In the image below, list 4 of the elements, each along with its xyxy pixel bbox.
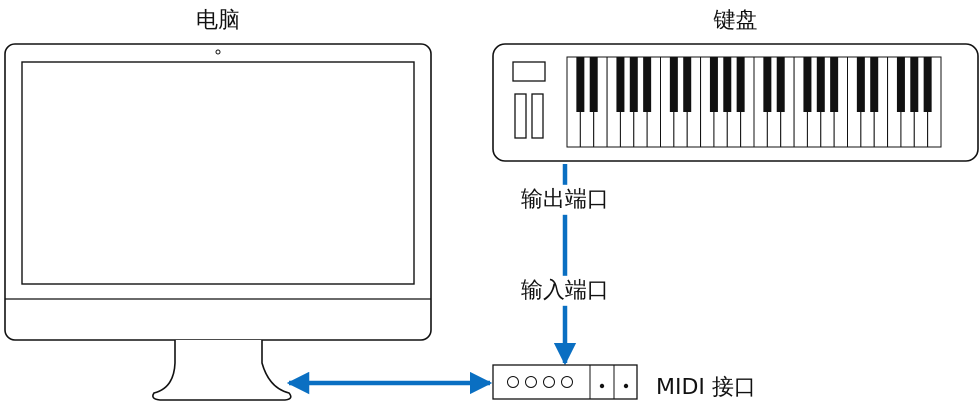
device-label: 电脑 bbox=[195, 7, 241, 35]
device-label: MIDI 接口 bbox=[656, 374, 757, 402]
device-label: 键盘 bbox=[712, 7, 758, 35]
arrow bbox=[286, 372, 492, 394]
